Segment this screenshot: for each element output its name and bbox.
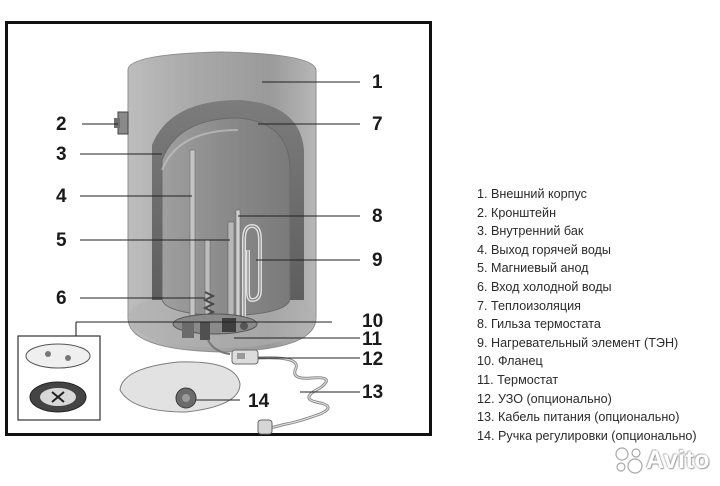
callout-11: 11 (362, 329, 383, 350)
legend-item: 9. Нагревательный элемент (ТЭН) (477, 335, 679, 350)
callout-13: 13 (362, 382, 384, 403)
avito-watermark: Avito (612, 445, 710, 475)
legend-item: 7. Теплоизоляция (477, 298, 581, 313)
legend-item: 12. УЗО (опционально) (477, 391, 612, 406)
detail-inset (17, 335, 101, 421)
legend-item: 14. Ручка регулировки (опционально) (477, 428, 697, 443)
legend-item: 1. Внешний корпус (477, 187, 587, 201)
legend-item: 13. Кабель питания (опционально) (477, 410, 680, 425)
callout-6: 6 (56, 288, 67, 309)
wall-bracket (114, 111, 129, 135)
anode-coil (202, 291, 216, 317)
legend-item: 11. Термостат (477, 372, 559, 387)
legend-item: 6. Вход холодной воды (477, 279, 612, 294)
callout-12: 12 (362, 349, 384, 370)
callout-leaders (75, 81, 360, 401)
legend-item: 3. Внутренний бак (477, 224, 584, 239)
inner-tank (161, 117, 291, 317)
legend-item: 2. Кронштейн (477, 205, 557, 220)
callout-9: 9 (372, 250, 383, 271)
rcd-device (207, 339, 259, 365)
callout-10: 10 (362, 311, 384, 332)
callout-1: 1 (372, 72, 383, 93)
legend-item: 10. Фланец (477, 354, 543, 369)
thermostat-sleeve (235, 209, 241, 321)
legend-item: 8. Гильза термостата (477, 317, 601, 332)
magnesium-anode (227, 221, 235, 323)
hot-water-outlet-pipe (189, 149, 196, 327)
parts-legend: 1. Внешний корпус 2. Кронштейн 3. Внутре… (477, 185, 697, 445)
callout-4: 4 (56, 186, 67, 207)
callout-7: 7 (372, 114, 383, 135)
diagram-frame (5, 21, 432, 436)
callout-14: 14 (248, 391, 270, 412)
avito-logo-icon (615, 447, 643, 474)
callout-2: 2 (56, 114, 67, 135)
callout-3: 3 (56, 144, 67, 165)
bottom-cover (119, 361, 241, 413)
legend-item: 4. Выход горячей воды (477, 242, 611, 257)
watermark-text: Avito (646, 445, 711, 474)
callout-8: 8 (372, 206, 383, 227)
power-cable (257, 356, 330, 435)
power-plug (257, 419, 273, 435)
legend-item: 5. Магниевый анод (477, 261, 589, 276)
callout-5: 5 (56, 230, 67, 251)
